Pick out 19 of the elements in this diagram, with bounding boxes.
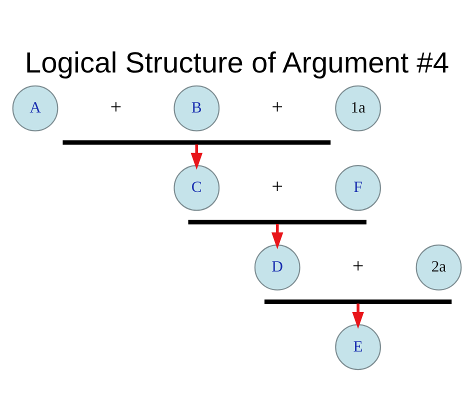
node-bar xyxy=(188,219,366,224)
label: + xyxy=(272,96,284,118)
node-circle: C xyxy=(174,164,220,210)
node-circle: E xyxy=(335,324,382,370)
node-circle: D xyxy=(254,244,300,290)
label: + xyxy=(110,96,122,118)
label: + xyxy=(272,175,284,198)
node-circle: F xyxy=(335,164,382,210)
node-bar xyxy=(264,298,452,304)
arrow xyxy=(190,144,203,170)
node-bar xyxy=(62,140,331,144)
label: + xyxy=(352,254,364,277)
arrow xyxy=(271,224,284,249)
node-circle: 2a xyxy=(416,244,462,290)
node-circle: A xyxy=(12,84,58,131)
node-circle: B xyxy=(174,84,220,131)
node-circle: 1a xyxy=(335,84,382,131)
arrow xyxy=(352,303,364,328)
diagram-title: Logical Structure of Argument #4 xyxy=(24,46,450,79)
